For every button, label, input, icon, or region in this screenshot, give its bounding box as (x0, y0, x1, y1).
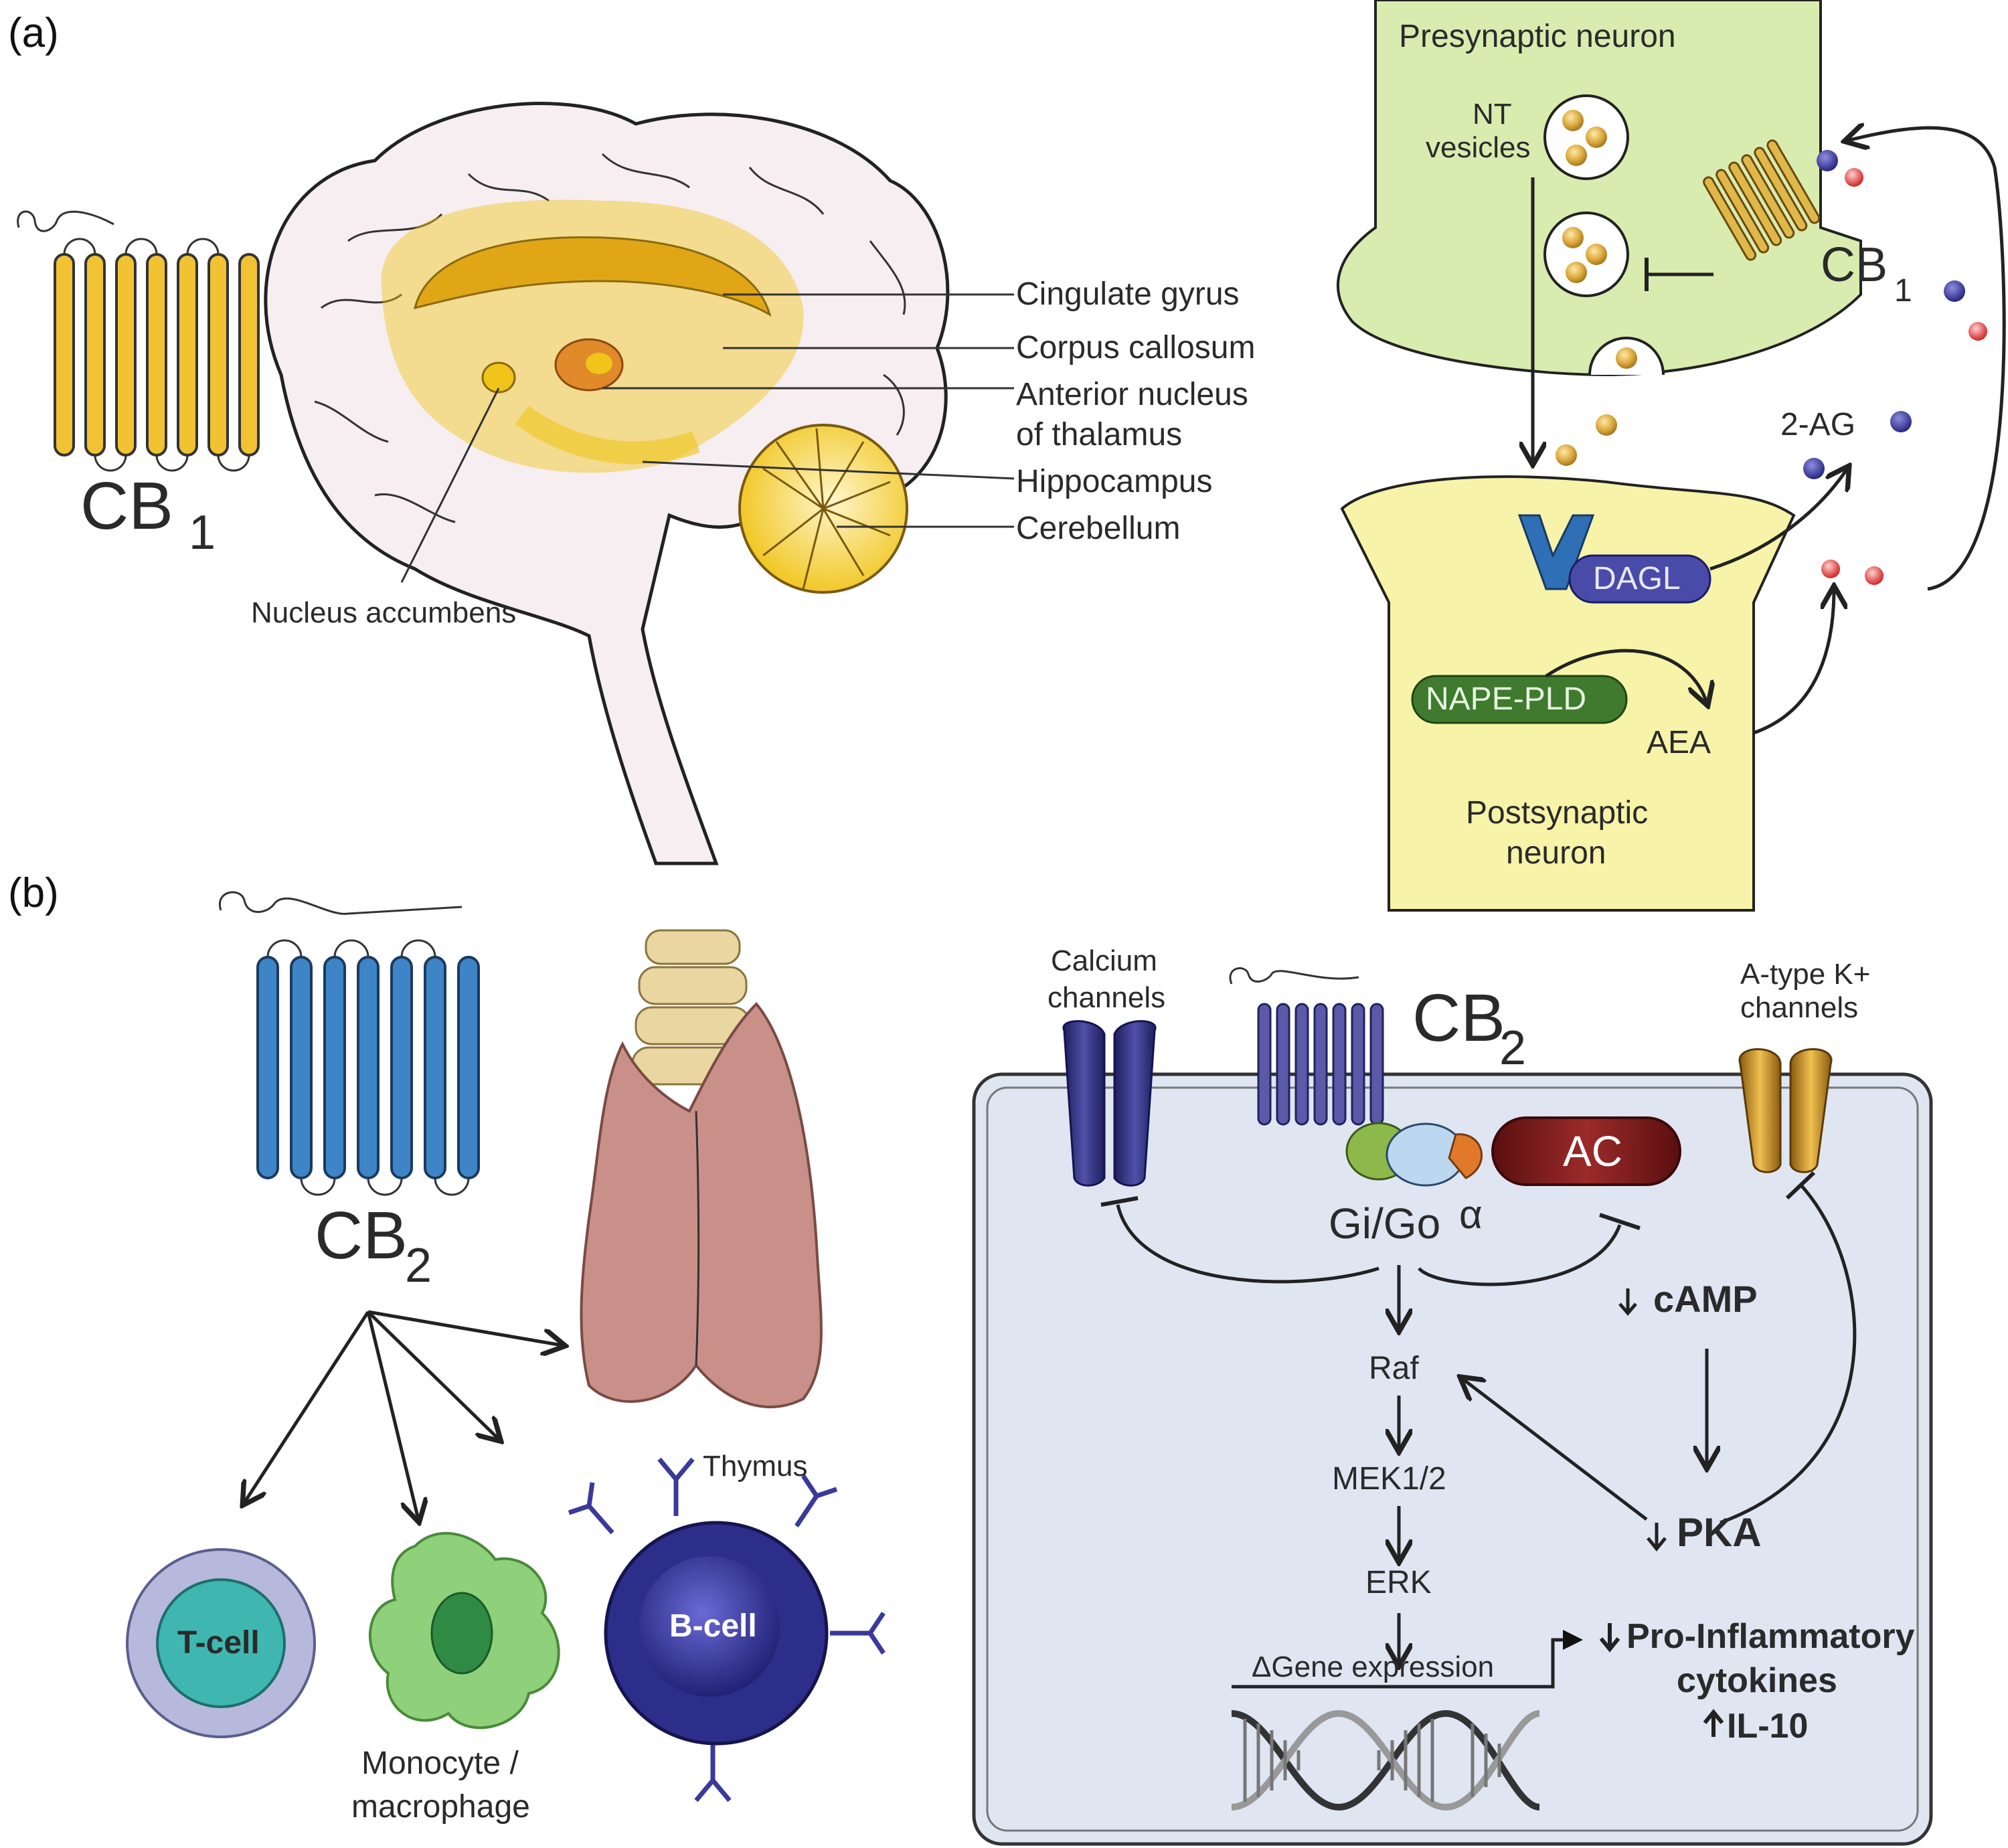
endocannabinoid-molecules (1556, 150, 1987, 679)
label-cerebellum: Cerebellum (1016, 511, 1180, 546)
cb2-receptor-membrane (1229, 967, 1384, 1126)
cb2-subscript: 2 (405, 1239, 432, 1292)
label-cingulate-gyrus: Cingulate gyrus (1016, 276, 1240, 312)
cb2-label: CB (315, 1198, 408, 1273)
cb2-receptor-icon (218, 891, 480, 1196)
erk-label: ERK (1365, 1565, 1432, 1600)
presynaptic-label: Presynaptic neuron (1399, 19, 1676, 54)
brain-illustration (264, 102, 950, 865)
nape-to-aea-arrow (1545, 649, 1707, 703)
presynaptic-neuron (1336, 0, 1862, 377)
postsynaptic-label-1: Postsynaptic (1466, 795, 1648, 831)
calcium-channels-label-2: channels (1048, 981, 1165, 1014)
calcium-channel (1062, 1020, 1157, 1187)
svg-text:DAGL: DAGL (1593, 561, 1681, 596)
monocyte-label-2: macrophage (351, 1789, 530, 1825)
nt-vesicles-label-2: vesicles (1426, 131, 1531, 164)
cb1-receptor-synapse (1703, 139, 1821, 261)
thymus-illustration (580, 929, 823, 1408)
cb2-pathway-subscript: 2 (1499, 1021, 1526, 1075)
t-cell: T-cell (126, 1548, 316, 1738)
label-nucleus-accumbens: Nucleus accumbens (251, 596, 516, 629)
adenylyl-cyclase: AC (1491, 1116, 1681, 1186)
dna-helix-icon (1231, 1709, 1540, 1811)
gene-expression-label: ΔGene expression (1252, 1651, 1494, 1683)
label-corpus-callosum: Corpus callosum (1016, 330, 1255, 365)
cb2-target-arrows (244, 1310, 562, 1519)
svg-text:AC: AC (1563, 1127, 1622, 1175)
alpha-label: α (1459, 1192, 1483, 1237)
nape-pld-enzyme: NAPE-PLD (1411, 675, 1628, 724)
cb1-inhibit (1645, 258, 1713, 291)
ktype-channels-label-2: channels (1740, 991, 1858, 1024)
label-hippocampus: Hippocampus (1016, 464, 1212, 499)
postsynaptic-label-2: neuron (1506, 835, 1606, 871)
cerebellum (738, 424, 908, 594)
cb1-synapse-subscript: 1 (1894, 273, 1912, 309)
raf-label: Raf (1369, 1351, 1419, 1386)
svg-text:NAPE-PLD: NAPE-PLD (1426, 681, 1586, 717)
nt-vesicles-label-1: NT (1473, 98, 1512, 131)
aea-release-arrow (1753, 589, 1834, 735)
monocyte-label-1: Monocyte / (361, 1746, 519, 1781)
dagl-to-2ag-arrow (1709, 469, 1847, 571)
k-channel (1738, 1048, 1833, 1173)
panel-a-letter: (a) (8, 10, 59, 56)
mek-label: MEK1/2 (1332, 1461, 1446, 1497)
cell-membrane (972, 1072, 1933, 1846)
camp-label: cAMP (1653, 1278, 1758, 1320)
b-cell: B-cell (568, 1457, 886, 1802)
label-of-thalamus: of thalamus (1016, 417, 1182, 452)
g-protein (1345, 1122, 1483, 1187)
nt-receptor (1517, 514, 1595, 590)
cytokine-label-2: cytokines (1677, 1661, 1837, 1700)
thymus-label: Thymus (703, 1450, 807, 1483)
cb1-label: CB (80, 469, 173, 543)
il10-label: IL-10 (1727, 1707, 1808, 1746)
gi-go-label: Gi/Go (1329, 1199, 1440, 1248)
gene-to-cytokine-arrow (1232, 1630, 1583, 1689)
calcium-channels-label-1: Calcium (1051, 944, 1157, 977)
svg-text:B-cell: B-cell (669, 1608, 757, 1644)
cb1-receptor-icon (17, 210, 260, 472)
brain-leader-lines (400, 293, 1015, 583)
pka-label: PKA (1677, 1510, 1762, 1555)
camp-down-icon (1618, 1288, 1637, 1316)
cb1-subscript: 1 (189, 506, 216, 560)
dagl-enzyme: DAGL (1568, 554, 1711, 604)
cytokine-label-1: Pro-Inflammatory (1626, 1617, 1915, 1656)
mapk-cascade-arrows (1399, 1265, 1707, 1663)
il10-up-icon (1703, 1709, 1724, 1737)
two-ag-label: 2-AG (1780, 407, 1855, 442)
retrograde-arrow (1847, 128, 2006, 591)
pka-down-icon (1647, 1523, 1667, 1551)
nt-vesicles (1543, 94, 1665, 375)
cytokine-down-icon (1599, 1623, 1620, 1653)
cb1-synapse-label: CB (1821, 238, 1888, 292)
aea-label: AEA (1647, 725, 1711, 760)
cb2-pathway-label: CB (1412, 981, 1505, 1056)
pathway-inhibition-lines (1100, 1171, 1857, 1525)
monocyte-macrophage (368, 1531, 560, 1730)
svg-text:T-cell: T-cell (177, 1625, 260, 1661)
label-anterior-nucleus: Anterior nucleus (1016, 377, 1248, 412)
ktype-channels-label-1: A-type K+ (1740, 958, 1870, 991)
panel-b-letter: (b) (8, 870, 59, 916)
